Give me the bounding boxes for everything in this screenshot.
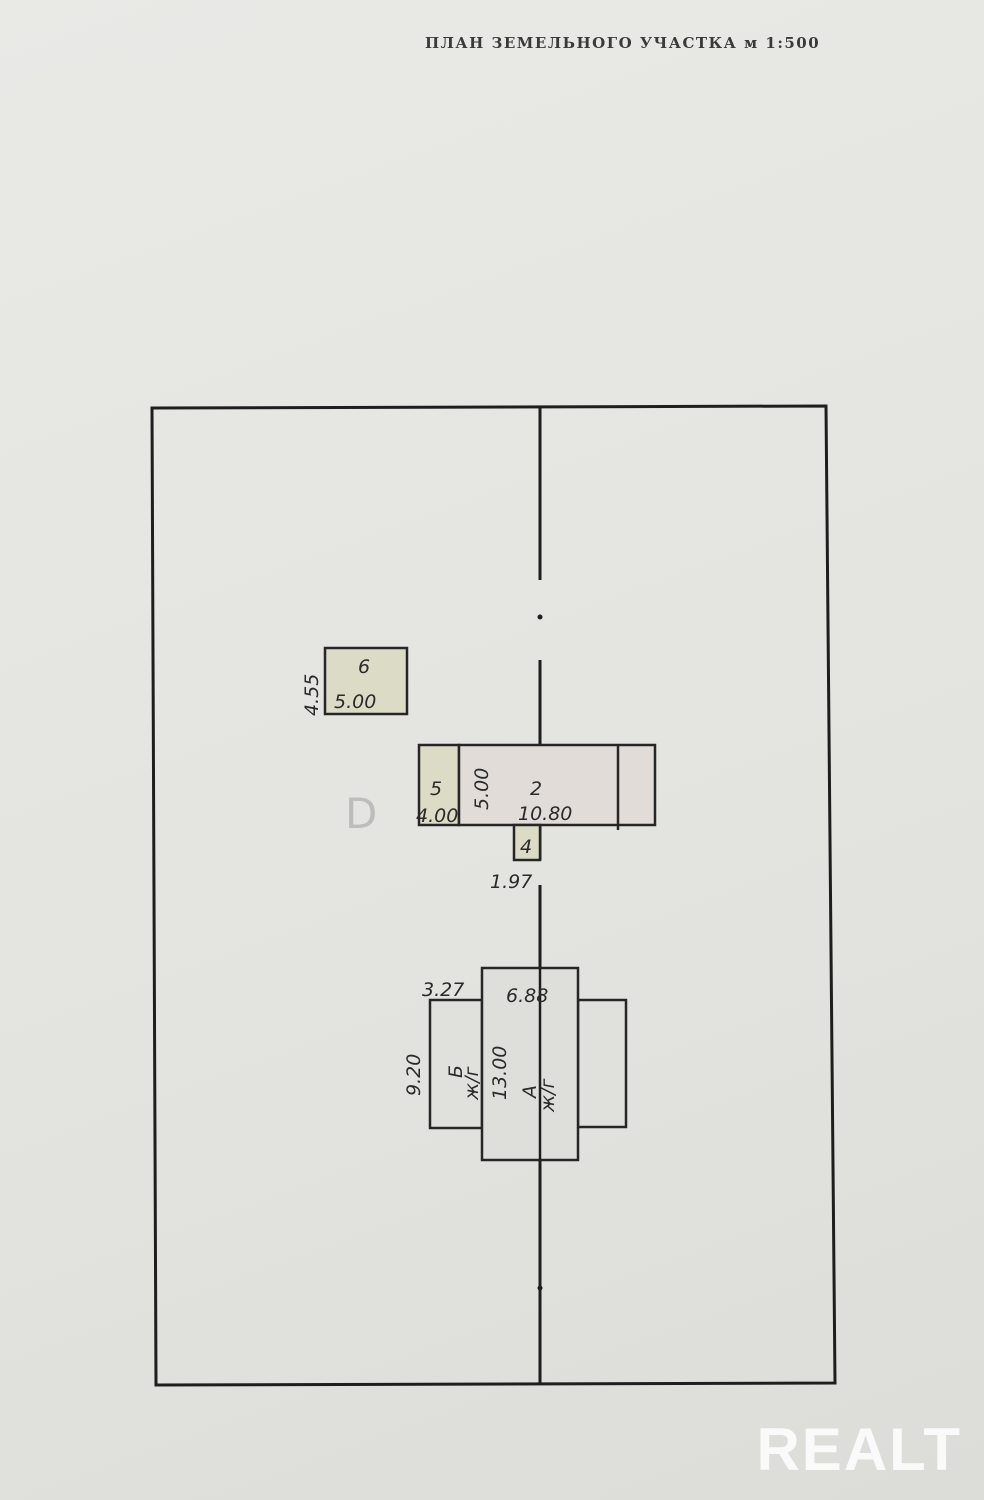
building-6 [323, 646, 409, 716]
lit-b-type: ж/г [461, 1065, 483, 1101]
b6-depth: 4.55 [301, 674, 323, 716]
building-lit-b [428, 998, 484, 1130]
lit-a-label: А [519, 1085, 541, 1100]
b4-label: 4 [520, 836, 532, 858]
lit-b-width: 3.27 [422, 979, 464, 1001]
lit-a-width: 6.88 [506, 985, 548, 1007]
b2-depth: 5.00 [471, 768, 493, 810]
lit-a-depth: 13.00 [489, 1046, 511, 1100]
building-4 [512, 823, 542, 862]
b6-label: 6 [358, 656, 370, 678]
plot-boundary [150, 404, 837, 1387]
building-lit-a [480, 966, 580, 1162]
plan-title: ПЛАН ЗЕМЕЛЬНОГО УЧАСТКА м 1:500 [425, 34, 821, 52]
lit-b-label: Б [445, 1065, 467, 1078]
lit-b-depth: 9.20 [403, 1054, 425, 1096]
b4-width: 1.97 [490, 871, 532, 893]
building-lit-right-annex [576, 998, 628, 1129]
realt-watermark: REALT [756, 1416, 962, 1483]
pencil-mark: D [345, 789, 377, 838]
lit-a-type: ж/г [537, 1077, 559, 1113]
b2-label: 2 [530, 778, 542, 800]
b5-width: 4.00 [416, 805, 458, 827]
building-2 [457, 743, 657, 827]
b5-label: 5 [430, 778, 442, 800]
b6-width: 5.00 [334, 691, 376, 713]
b2-width: 10.80 [518, 803, 572, 825]
